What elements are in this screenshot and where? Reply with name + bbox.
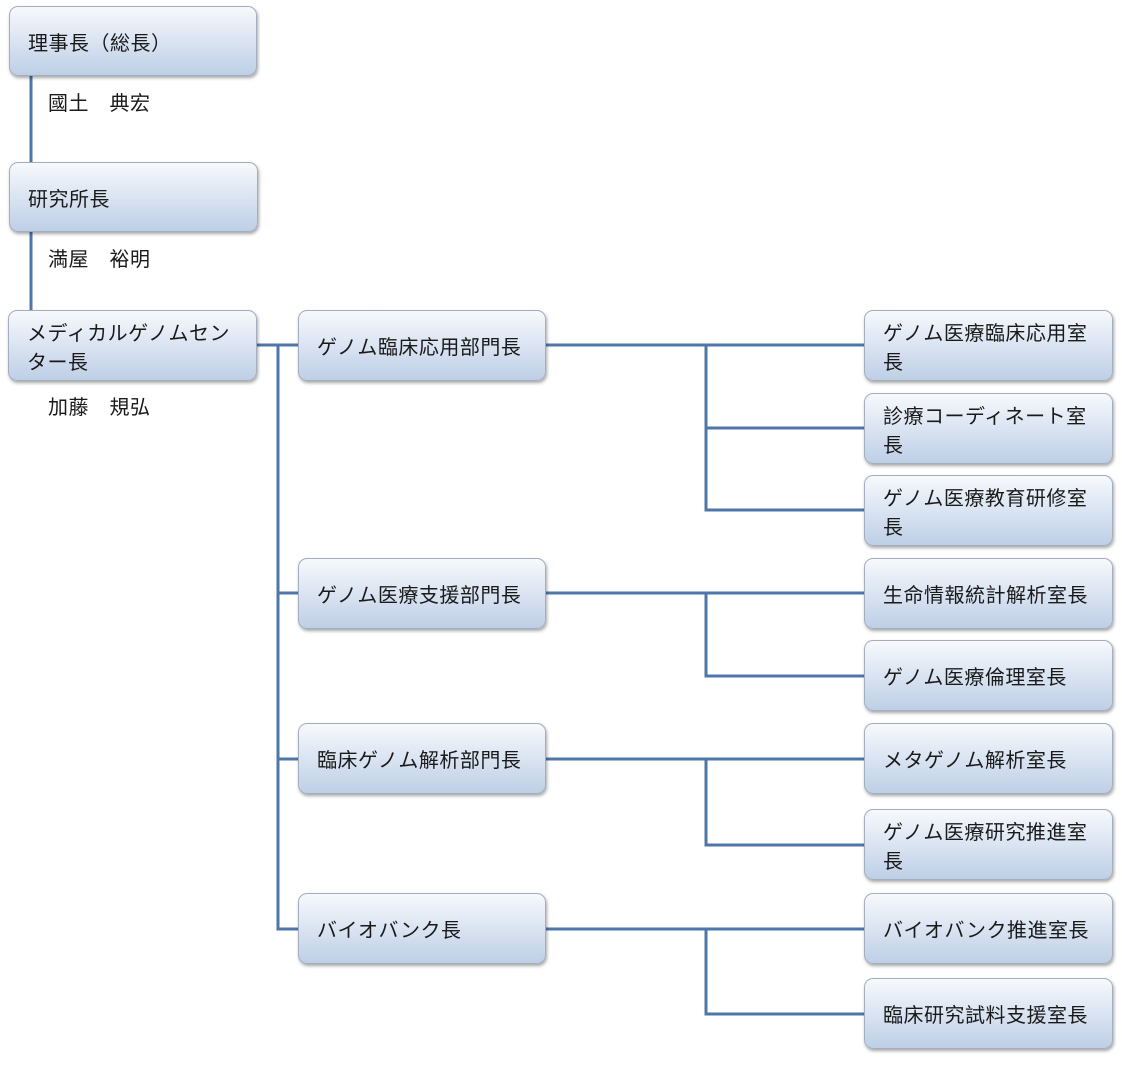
room-title: メタゲノム解析室長 xyxy=(883,748,1067,772)
room-box-clinical-sample-support: 臨床研究試料支援室長 xyxy=(864,978,1113,1049)
room-title: ゲノム医療研究推進室長 xyxy=(883,819,1088,873)
position-title: メディカルゲノムセンター長 xyxy=(27,320,230,374)
room-title: ゲノム医療倫理室長 xyxy=(883,665,1067,689)
department-box-genome-support: ゲノム医療支援部門長 xyxy=(298,558,546,629)
position-box-chair: 理事長（総長） xyxy=(9,6,257,76)
position-box-center-head: メディカルゲノムセンター長 xyxy=(8,310,257,381)
position-title: 研究所長 xyxy=(28,186,110,211)
room-title: 診療コーディネート室長 xyxy=(883,403,1087,457)
room-title: 生命情報統計解析室長 xyxy=(883,583,1088,607)
department-box-clinical-genome-analysis: 臨床ゲノム解析部門長 xyxy=(298,723,546,794)
room-box-bioinformatics-statistics: 生命情報統計解析室長 xyxy=(864,558,1113,629)
department-title: ゲノム臨床応用部門長 xyxy=(317,335,522,359)
room-box-genome-clinical-application: ゲノム医療臨床応用室長 xyxy=(864,310,1113,381)
position-title: 理事長（総長） xyxy=(28,30,172,55)
room-title: ゲノム医療臨床応用室長 xyxy=(883,320,1088,374)
room-box-genome-research-promotion: ゲノム医療研究推進室長 xyxy=(864,809,1113,880)
person-name-chair: 國土 典宏 xyxy=(48,91,151,115)
person-name-director: 満屋 裕明 xyxy=(48,247,151,271)
person-name-center-head: 加藤 規弘 xyxy=(48,395,151,419)
department-title: バイオバンク長 xyxy=(317,918,462,942)
room-title: ゲノム医療教育研修室長 xyxy=(883,485,1088,539)
department-box-genome-clinical: ゲノム臨床応用部門長 xyxy=(298,310,546,381)
room-box-genome-ethics: ゲノム医療倫理室長 xyxy=(864,640,1113,711)
department-title: 臨床ゲノム解析部門長 xyxy=(317,748,522,772)
room-box-clinical-coordination: 診療コーディネート室長 xyxy=(864,393,1113,464)
room-title: 臨床研究試料支援室長 xyxy=(883,1003,1088,1027)
room-box-metagenome-analysis: メタゲノム解析室長 xyxy=(864,723,1113,794)
room-title: バイオバンク推進室長 xyxy=(883,918,1089,942)
room-box-genome-education: ゲノム医療教育研修室長 xyxy=(864,475,1113,546)
position-box-director: 研究所長 xyxy=(9,162,258,232)
department-box-biobank: バイオバンク長 xyxy=(298,893,546,964)
room-box-biobank-promotion: バイオバンク推進室長 xyxy=(864,893,1113,964)
department-title: ゲノム医療支援部門長 xyxy=(317,583,522,607)
